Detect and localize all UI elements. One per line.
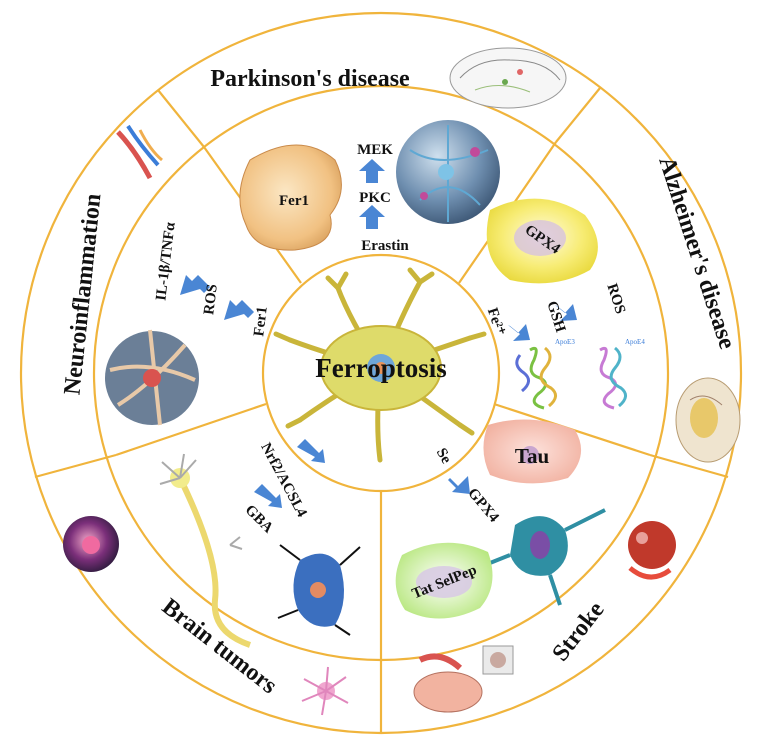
- ferroptosis-neuron: Ferroptosis: [273, 267, 487, 463]
- label-apoe3: ApoE3: [555, 338, 575, 346]
- protein-structure-icon: ApoE3 ApoE4: [515, 338, 645, 410]
- arrow-gsh-to-ros: [555, 304, 577, 321]
- label-fer1-neuro: Fer1: [251, 306, 271, 338]
- label-fer1-parkinsons: Fer1: [279, 193, 309, 209]
- stroke-brain-icon: [413, 645, 514, 713]
- divider-outer-left: [34, 453, 117, 479]
- teal-neuron-icon: [484, 508, 606, 606]
- arrow-fe-to-gsh: [508, 324, 530, 341]
- arrow-pkc-to-mek: [359, 159, 385, 183]
- label-ros-alzheimers: ROS: [603, 282, 628, 316]
- center-label: Ferroptosis: [315, 353, 446, 383]
- label-fe: Fe²⁺: [484, 306, 508, 338]
- label-erastin: Erastin: [361, 238, 409, 254]
- label-mek: MEK: [357, 142, 393, 158]
- label-apoe4: ApoE4: [625, 338, 645, 346]
- tumor-network-cell-icon: [277, 544, 361, 636]
- label-neuroinflammation: Neuroinflammation: [60, 192, 107, 396]
- gpx4-cell: GPX4: [486, 198, 598, 284]
- label-nrf2: Nrf2/ACSL4: [257, 440, 310, 520]
- heart-vessels-icon: [628, 521, 676, 580]
- divider-mid-left: [115, 402, 267, 457]
- label-il-tnf: IL-1β/TNFα: [153, 221, 179, 302]
- label-gba: GBA: [242, 502, 276, 536]
- divider-outer-upper-right: [555, 87, 601, 143]
- label-gsh: GSH: [543, 299, 568, 334]
- arrow-erastin-to-pkc: [359, 205, 385, 229]
- arrow-nrf2-to-gba: [254, 484, 282, 508]
- label-ros-neuro: ROS: [201, 283, 221, 316]
- label-stroke: Stroke: [547, 597, 609, 667]
- divider-outer-upper-left: [157, 89, 205, 148]
- tat-selpep-cell: Tat SelPep: [395, 542, 493, 619]
- long-axon-neuron-icon: [159, 453, 252, 648]
- label-parkinsons: Parkinson's disease: [210, 66, 410, 92]
- label-gpx4-stroke: GPX4: [464, 485, 502, 526]
- neuron-network-sphere-icon: [105, 329, 199, 426]
- fer1-cell: Fer1: [239, 144, 342, 251]
- tumor-cell-icon: [63, 516, 119, 572]
- arrow-se-to-gpx4: [448, 476, 470, 494]
- arrow-ros-to-il: [180, 275, 210, 295]
- label-se: Se: [433, 446, 455, 467]
- tau-cell: Tau: [483, 419, 582, 484]
- arrow-ferroptosis-to-nrf2: [297, 439, 325, 463]
- blood-vessels-icon: [116, 124, 163, 180]
- brain-side-view-icon: [675, 377, 741, 463]
- label-tau: Tau: [515, 444, 550, 468]
- divider-outer-right: [649, 453, 729, 479]
- arrow-fer1-to-ros: [224, 300, 254, 320]
- label-pkc: PKC: [359, 190, 391, 206]
- brain-sketch-icon: [449, 47, 567, 109]
- neuron-sphere-icon: [396, 120, 500, 224]
- astrocyte-icon: [301, 666, 349, 716]
- label-alzheimers: Alzheimer's disease: [653, 153, 740, 352]
